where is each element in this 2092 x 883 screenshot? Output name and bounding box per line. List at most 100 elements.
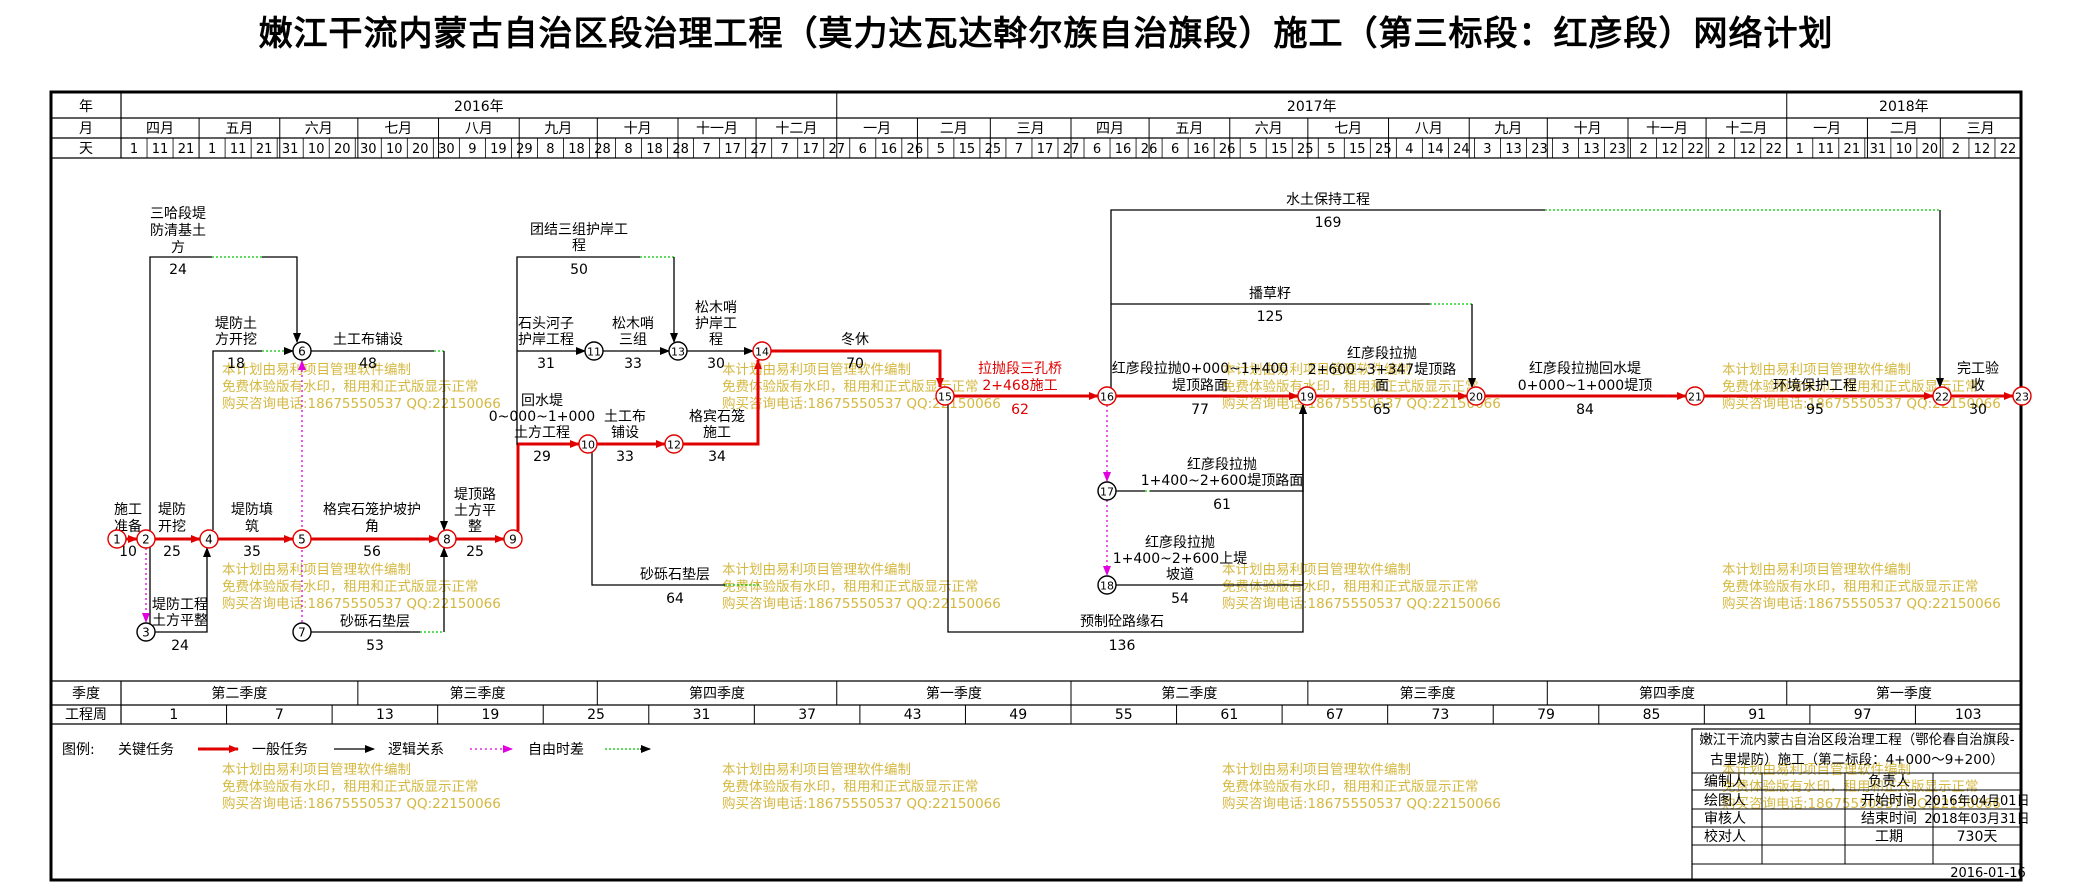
week-label: 49 <box>1009 707 1027 723</box>
week-label: 67 <box>1326 707 1344 723</box>
month-label: 一月 <box>863 121 891 137</box>
day-label: 30 <box>360 142 377 157</box>
title-block-value: 2018年03月31日 <box>1924 812 2029 827</box>
watermark-text: 免费体验版有水印，租用和正式版显示正常 <box>1222 379 1479 395</box>
task-duration: 29 <box>533 449 551 465</box>
title-block-key: 编制人 <box>1704 774 1746 790</box>
day-label: 7 <box>781 142 789 157</box>
node-number: 10 <box>581 439 595 452</box>
task-name: 护岸工程 <box>518 332 574 348</box>
task-name: 方开挖 <box>215 332 257 348</box>
watermark-text: 免费体验版有水印，租用和正式版显示正常 <box>222 579 479 595</box>
node-circle <box>1097 481 1117 501</box>
watermark-text: 免费体验版有水印，租用和正式版显示正常 <box>1222 779 1479 795</box>
node-number: 23 <box>2015 391 2029 404</box>
task-name: 收 <box>1971 378 1985 394</box>
node-number: 7 <box>298 626 306 640</box>
day-label: 3 <box>1561 142 1569 157</box>
task-duration: 31 <box>537 356 555 372</box>
task-name: 红彦段拉抛0+000~1+400 <box>1112 361 1288 377</box>
node-number: 13 <box>671 346 685 359</box>
task-duration: 65 <box>1373 402 1391 418</box>
task-name: 堤顶路 <box>454 487 496 503</box>
task-arrow-12-14 <box>683 359 762 446</box>
task-name: 红彦段拉抛 <box>1187 457 1257 473</box>
task-name: 拉抛段三孔桥 <box>978 361 1062 377</box>
task-name: 土工布 <box>604 409 646 425</box>
task-name: 完工验 <box>1957 361 1999 377</box>
task-name: 土工布铺设 <box>333 332 403 348</box>
week-label: 97 <box>1854 707 1872 723</box>
task-arrow-16-22 <box>1110 209 1545 388</box>
task-name: 2+600~3+347堤顶路 <box>1308 362 1456 378</box>
watermark-text: 本计划由易利项目管理软件编制 <box>222 562 411 578</box>
day-label: 25 <box>1375 142 1392 157</box>
quarter-label: 第一季度 <box>1876 685 1932 702</box>
node-1: 1 <box>107 529 127 549</box>
node-7: 7 <box>292 622 312 642</box>
day-label: 24 <box>1453 142 1470 157</box>
day-label: 21 <box>256 142 273 157</box>
watermark-text: 购买咨询电话:18675550537 QQ:22150066 <box>1722 596 2001 612</box>
watermark-text: 本计划由易利项目管理软件编制 <box>1722 762 1911 778</box>
task-arrow-9-10 <box>516 440 580 531</box>
task-name: 护岸工 <box>695 316 737 332</box>
task-duration: 30 <box>707 356 725 372</box>
day-label: 31 <box>282 142 299 157</box>
node-circle <box>503 529 523 549</box>
watermark-text: 免费体验版有水印，租用和正式版显示正常 <box>1222 579 1479 595</box>
day-label: 12 <box>1739 142 1756 157</box>
week-label: 91 <box>1748 707 1766 723</box>
day-label: 18 <box>646 142 663 157</box>
task-name: 程 <box>709 332 723 348</box>
header-label-month: 月 <box>79 121 93 137</box>
title-block-key: 负责人 <box>1868 774 1910 790</box>
task-name: 回水堤 <box>521 393 563 409</box>
watermark-text: 免费体验版有水印，租用和正式版显示正常 <box>722 779 979 795</box>
task-arrow-15-19 <box>947 404 1307 633</box>
task-duration: 25 <box>163 544 181 560</box>
task-arrow-2-6-end <box>262 256 301 343</box>
node-circle <box>1297 386 1317 406</box>
node-22: 22 <box>1932 386 1952 406</box>
day-label: 11 <box>230 142 247 157</box>
day-label: 2 <box>1952 142 1960 157</box>
task-name: 面 <box>1375 378 1389 394</box>
day-label: 31 <box>1870 142 1887 157</box>
day-label: 4 <box>1405 142 1413 157</box>
day-label: 11 <box>1818 142 1835 157</box>
month-label: 十月 <box>1574 121 1602 137</box>
task-name: 水土保持工程 <box>1286 192 1370 208</box>
watermark-text: 购买咨询电话:18675550537 QQ:22150066 <box>222 396 501 412</box>
task-name: 开挖 <box>158 519 186 535</box>
watermark-text: 免费体验版有水印，租用和正式版显示正常 <box>722 579 979 595</box>
node-circle <box>437 529 457 549</box>
day-label: 17 <box>802 142 819 157</box>
task-name: 格宾石笼护坡护 <box>323 501 421 518</box>
day-label: 7 <box>702 142 710 157</box>
watermark-text: 本计划由易利项目管理软件编制 <box>722 362 911 378</box>
node-circle <box>136 529 156 549</box>
day-label: 21 <box>1844 142 1861 157</box>
task-name: 团结三组护岸工 <box>530 222 628 238</box>
task-name: 堤防土 <box>215 316 257 332</box>
node-number: 3 <box>142 626 150 640</box>
month-label: 六月 <box>305 121 333 137</box>
quarter-label: 第二季度 <box>211 685 267 702</box>
task-name: 程 <box>572 238 586 254</box>
watermark-text: 免费体验版有水印，租用和正式版显示正常 <box>1722 579 1979 595</box>
watermark-text: 购买咨询电话:18675550537 QQ:22150066 <box>1222 596 1501 612</box>
node-3: 3 <box>136 622 156 642</box>
watermark-text: 本计划由易利项目管理软件编制 <box>1222 362 1411 378</box>
node-16: 16 <box>1097 386 1117 406</box>
day-label: 28 <box>594 142 611 157</box>
title-block: 嫩江干流内蒙古自治区段治理工程（鄂伦春自治旗段-古里堤防）施工（第二标段：4+0… <box>1691 728 2030 881</box>
node-circle <box>292 529 312 549</box>
quarter-label: 第四季度 <box>1639 685 1695 702</box>
task-name: 铺设 <box>611 425 639 441</box>
task-name: 预制砼路缘石 <box>1080 614 1164 630</box>
node-2: 2 <box>136 529 156 549</box>
day-label: 18 <box>568 142 585 157</box>
node-number: 9 <box>509 533 517 547</box>
